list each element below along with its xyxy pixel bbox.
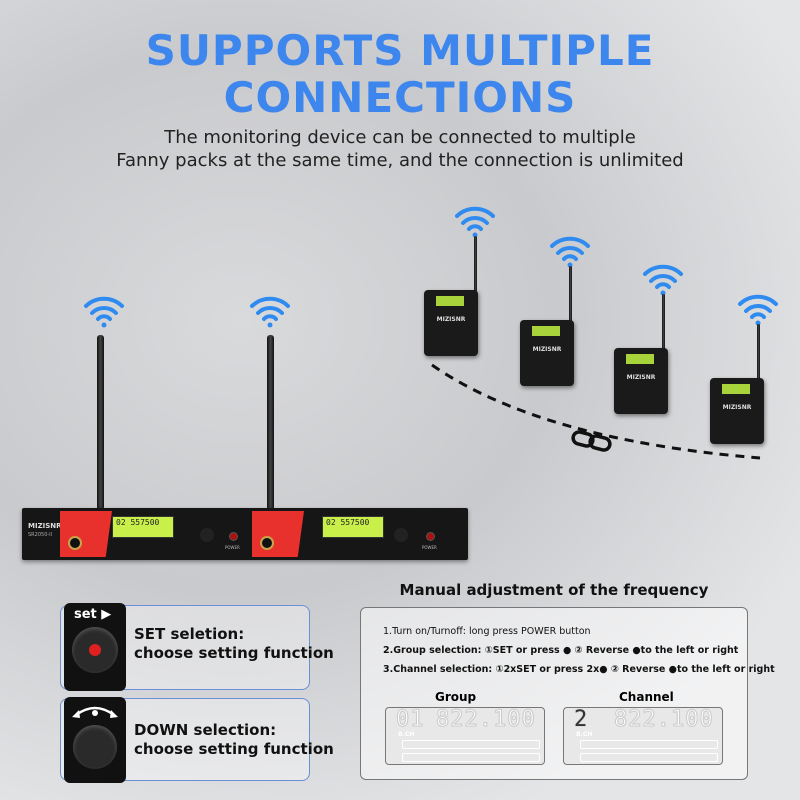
display-bar <box>402 740 540 749</box>
bodypack-antenna <box>569 266 572 322</box>
wifi-signal-icon <box>250 296 290 328</box>
display-bar <box>580 753 718 762</box>
subtitle-line-2: Fanny packs at the same time, and the co… <box>116 150 684 171</box>
antenna <box>97 335 104 510</box>
headphone-jack[interactable] <box>68 536 82 550</box>
channel-unit-label: B.CH <box>576 731 593 738</box>
wifi-signal-icon <box>738 294 778 326</box>
group-digits: 01 <box>396 707 425 732</box>
bodypack-antenna <box>474 236 477 292</box>
connection-dashed-curve <box>431 363 761 460</box>
set-title: SET seletion: <box>134 625 245 643</box>
title-line-2: CONNECTIONS <box>223 73 577 122</box>
receiver-rack-unit: MIZISNR SR2050-II 02 557500 POWER 02 557… <box>22 508 468 560</box>
manual-box: 1.Turn on/Turnoff: long press POWER butt… <box>360 607 775 780</box>
receiver-lcd-b: 02 557500 <box>322 516 384 538</box>
wifi-signal-icon <box>550 236 590 268</box>
bodypack-antenna <box>757 324 760 380</box>
wifi-signal-icon <box>84 296 124 328</box>
set-button-icon: set ▶ <box>64 603 126 691</box>
bodypack-screen <box>532 326 560 336</box>
display-bar <box>402 753 540 762</box>
bodypack-brand: MIZISNR <box>722 404 752 411</box>
channel-frequency: 822.100 <box>614 707 714 732</box>
bodypack-brand: MIZISNR <box>436 316 466 323</box>
wifi-signal-icon <box>643 264 683 296</box>
manual-line: 1.Turn on/Turnoff: long press POWER butt… <box>383 626 591 637</box>
rotate-arrows-icon <box>72 706 118 718</box>
set-button-label: set ▶ <box>74 607 112 622</box>
group-display: 01 822.100 B.CH <box>385 707 545 765</box>
group-frequency: 822.100 <box>436 707 536 732</box>
receiver-lcd-a: 02 557500 <box>112 516 174 538</box>
rotary-knob[interactable] <box>200 528 214 542</box>
bodypack: MIZISNR <box>614 348 668 414</box>
group-unit-label: B.CH <box>398 731 415 738</box>
power-label: POWER <box>422 545 437 550</box>
set-desc: choose setting function <box>134 644 334 662</box>
bodypack-screen <box>626 354 654 364</box>
bodypack-screen <box>722 384 750 394</box>
bodypack-antenna <box>662 294 665 350</box>
red-panel-a <box>60 511 112 557</box>
title-line-1: SUPPORTS MULTIPLE <box>145 26 655 75</box>
display-bar <box>580 740 718 749</box>
power-label: POWER <box>225 545 240 550</box>
channel-label: Channel <box>619 690 674 704</box>
bodypack-screen <box>436 296 464 306</box>
antenna <box>267 335 274 510</box>
power-button[interactable] <box>426 532 435 541</box>
bodypack-brand: MIZISNR <box>532 346 562 353</box>
headphone-jack[interactable] <box>260 536 274 550</box>
channel-digits: 2 <box>574 707 589 732</box>
bodypack: MIZISNR <box>710 378 764 444</box>
manual-line: 3.Channel selection: ①2xSET or press 2x●… <box>383 664 775 675</box>
bodypack-brand: MIZISNR <box>626 374 656 381</box>
red-panel-b <box>252 511 304 557</box>
subtitle-line-1: The monitoring device can be connected t… <box>164 127 636 148</box>
rotary-knob-icon <box>64 697 126 783</box>
manual-line: 2.Group selection: ①SET or press ● ② Rev… <box>383 645 739 656</box>
group-label: Group <box>435 690 477 704</box>
wifi-signal-icon <box>455 206 495 238</box>
power-button[interactable] <box>229 532 238 541</box>
down-desc: choose setting function <box>134 740 334 758</box>
bodypack: MIZISNR <box>424 290 478 356</box>
channel-display: 2 822.100 B.CH <box>563 707 723 765</box>
bodypack: MIZISNR <box>520 320 574 386</box>
receiver-model: SR2050-II <box>28 532 53 538</box>
rotary-knob[interactable] <box>394 528 408 542</box>
link-chain-icon <box>571 430 612 452</box>
manual-heading: Manual adjustment of the frequency <box>399 581 709 599</box>
down-title: DOWN selection: <box>134 721 277 739</box>
receiver-brand: MIZISNR <box>28 522 62 530</box>
